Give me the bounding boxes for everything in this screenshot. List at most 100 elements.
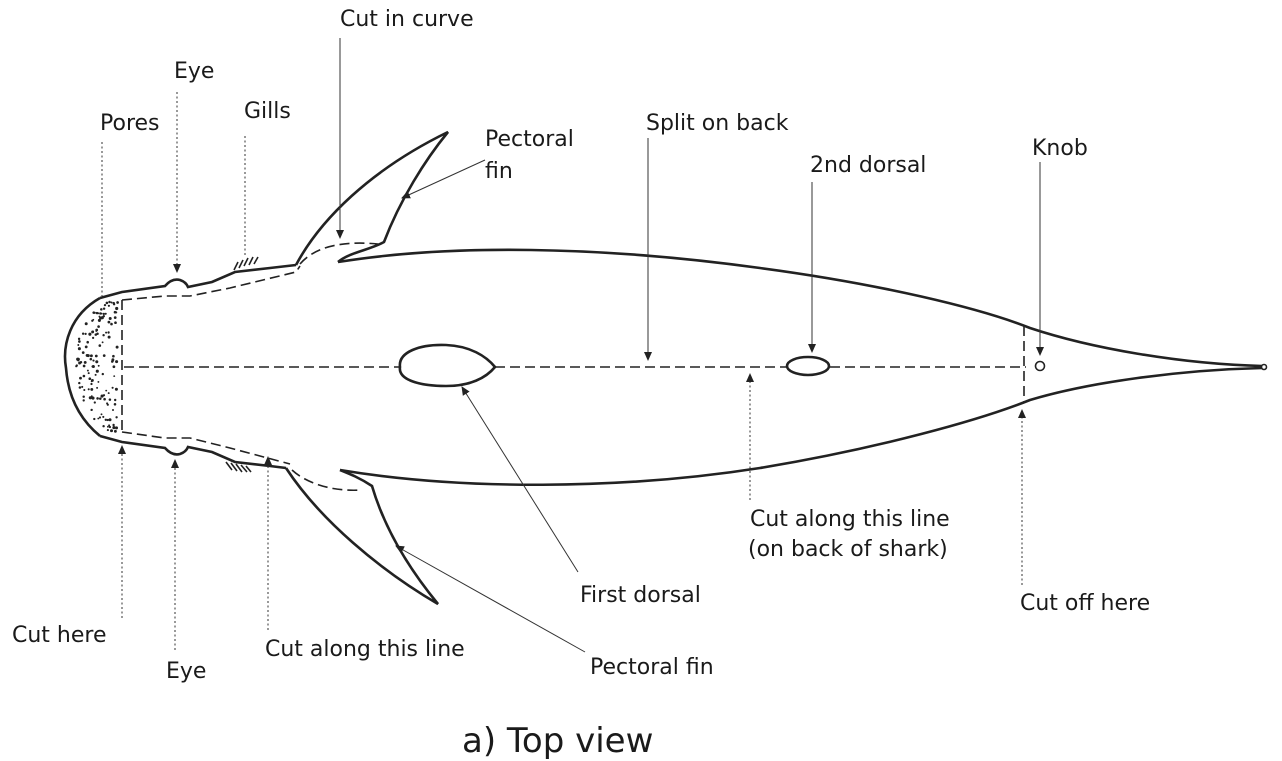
pore-dot: [111, 358, 114, 361]
pore-dot: [97, 325, 100, 328]
pore-dot: [76, 358, 79, 361]
label-pores: Pores: [100, 111, 160, 136]
pore-dot: [114, 316, 117, 319]
pore-dot: [84, 361, 87, 364]
label-cut-here: Cut here: [12, 623, 107, 648]
label-knob: Knob: [1032, 136, 1088, 161]
pore-dot: [96, 370, 99, 373]
pore-dot: [76, 364, 78, 366]
label-pectoral-fin-top-2: fin: [485, 159, 513, 184]
label-second-dorsal: 2nd dorsal: [810, 153, 926, 178]
pore-dot: [102, 416, 104, 418]
pore-dot: [79, 377, 82, 380]
pore-dot: [88, 372, 90, 374]
pore-dot: [90, 388, 93, 391]
pore-dot: [79, 386, 82, 389]
pore-dot: [88, 388, 90, 390]
lower-body-edge: [340, 368, 1262, 485]
pore-dot: [116, 301, 119, 304]
pore-dot: [105, 313, 107, 315]
pore-dot: [82, 333, 84, 335]
pore-dot: [100, 308, 103, 311]
pore-dot: [101, 413, 103, 415]
first-dorsal-fin: [400, 345, 495, 386]
pore-dot: [97, 312, 99, 314]
label-pectoral-fin-top-1: Pectoral: [485, 127, 574, 152]
upper-pectoral-fin: [296, 132, 448, 265]
pore-dot: [81, 386, 83, 388]
pore-dot: [99, 344, 102, 347]
upper-body-edge: [338, 250, 1262, 366]
pore-dot: [102, 425, 104, 427]
pore-dot: [108, 336, 111, 339]
pore-dot: [101, 313, 103, 315]
pore-dot: [103, 313, 105, 315]
pore-dot: [116, 346, 119, 349]
pore-dot: [92, 337, 94, 339]
label-cut-along-line: Cut along this line: [265, 637, 465, 662]
pore-dot: [78, 340, 81, 343]
lower-side-cut-line: [122, 432, 290, 464]
label-first-dorsal: First dorsal: [580, 583, 701, 608]
pore-dot: [97, 418, 99, 420]
pore-dot: [98, 365, 100, 367]
label-gills: Gills: [244, 99, 291, 124]
pore-dot: [112, 355, 115, 358]
pore-dot: [96, 387, 98, 389]
pore-dot: [94, 312, 96, 314]
pore-dot: [103, 307, 105, 309]
pore-dot: [95, 374, 97, 376]
lower-pectoral-fin: [286, 468, 438, 604]
pore-dot: [85, 345, 88, 348]
pore-dot: [113, 375, 115, 377]
pore-dot: [109, 317, 112, 320]
pore-dot: [97, 381, 99, 383]
label-pectoral-fin-bottom: Pectoral fin: [590, 655, 714, 680]
pore-dot: [78, 338, 80, 340]
pore-dot: [78, 382, 80, 384]
pore-dot: [90, 354, 93, 357]
pore-dot: [83, 375, 86, 378]
pore-dot: [103, 354, 106, 357]
pore-dot: [77, 344, 79, 346]
pore-dot: [91, 380, 93, 382]
pore-dot: [109, 398, 112, 401]
pore-dot: [115, 360, 118, 363]
pore-dot: [103, 398, 106, 401]
pore-dot: [115, 311, 117, 313]
pore-dot: [114, 430, 117, 433]
pore-dot: [108, 301, 110, 303]
snout-pores: [75, 301, 119, 433]
pore-dot: [108, 392, 110, 394]
pore-dot: [87, 370, 89, 372]
pore-dot: [105, 332, 107, 334]
figure-caption: a) Top view: [462, 721, 653, 761]
pore-dot: [91, 395, 93, 397]
pore-dot: [82, 395, 84, 397]
pore-dot: [108, 424, 110, 426]
pore-dot: [106, 402, 108, 404]
pore-dot: [94, 401, 96, 403]
pore-dot: [83, 399, 85, 401]
labels: Cut in curve Eye Gills Pores Pectoral fi…: [12, 7, 1150, 684]
pore-dot: [107, 331, 109, 333]
knob-marker: [1036, 362, 1045, 371]
pore-dot: [115, 307, 118, 310]
pore-dot: [108, 418, 111, 421]
pore-dot: [92, 365, 95, 368]
tail-tip: [1262, 365, 1267, 370]
pore-dot: [106, 302, 109, 305]
pore-dot: [92, 331, 94, 333]
pore-dot: [112, 424, 114, 426]
pore-dot: [80, 361, 82, 363]
pore-dot: [115, 426, 118, 429]
pore-dot: [99, 397, 102, 400]
pore-dot: [112, 409, 114, 411]
pore-dot: [99, 416, 101, 418]
pore-dot: [111, 361, 113, 363]
label-cut-along-back-1: Cut along this line: [750, 507, 950, 532]
label-cut-off-here: Cut off here: [1020, 591, 1150, 616]
pore-dot: [111, 430, 113, 432]
pore-dot: [114, 399, 116, 401]
pore-dot: [95, 355, 98, 358]
